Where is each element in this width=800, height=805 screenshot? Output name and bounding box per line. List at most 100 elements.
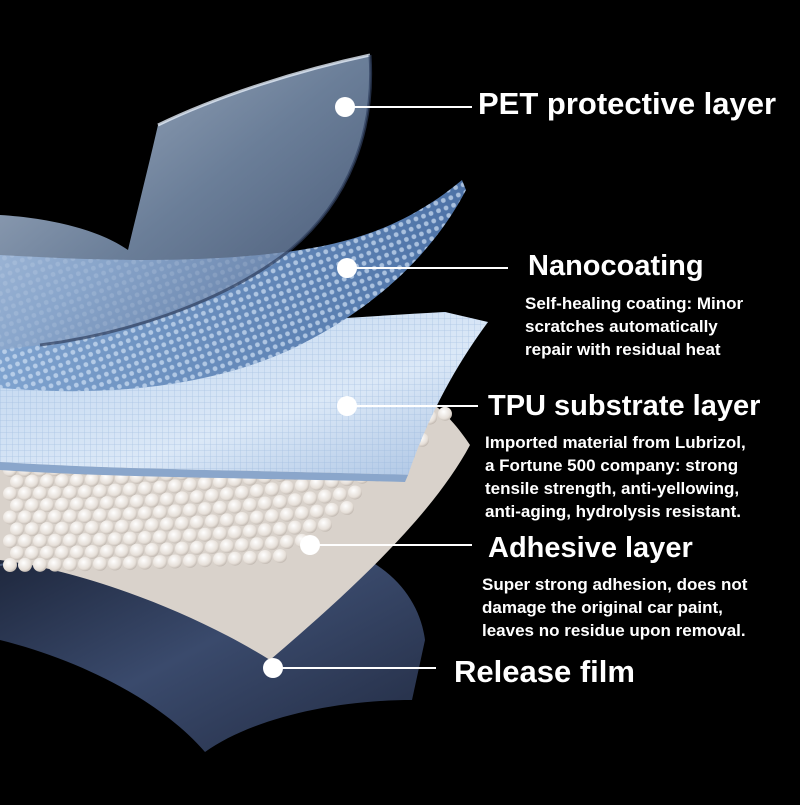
adhesive-bead	[318, 518, 332, 532]
adhesive-bead	[280, 508, 294, 522]
adhesive-bead	[153, 555, 167, 569]
adhesive-bead	[78, 509, 92, 523]
adhesive-bead	[48, 510, 62, 524]
adhesive-bead	[25, 546, 39, 560]
leader-dot	[335, 97, 355, 117]
adhesive-description-line: Super strong adhesion, does not	[482, 573, 747, 596]
adhesive-bead	[10, 522, 24, 536]
leader-dot	[337, 396, 357, 416]
adhesive-bead	[175, 517, 189, 531]
adhesive-bead	[168, 479, 182, 493]
adhesive-bead	[3, 558, 17, 572]
adhesive-bead	[130, 495, 144, 509]
adhesive-bead	[198, 553, 212, 567]
adhesive-bead	[348, 485, 362, 499]
adhesive-bead	[295, 479, 309, 493]
adhesive-bead	[78, 557, 92, 571]
adhesive-bead	[115, 544, 129, 558]
adhesive-bead	[438, 407, 452, 421]
adhesive-bead	[108, 557, 122, 571]
adhesive-bead	[48, 558, 62, 572]
adhesive-bead	[243, 498, 257, 512]
adhesive-bead	[183, 529, 197, 543]
adhesive-bead	[273, 495, 287, 509]
adhesive-bead	[78, 485, 92, 499]
tpu-description-line: anti-aging, hydrolysis resistant.	[485, 500, 746, 523]
adhesive-bead	[183, 478, 197, 492]
adhesive-bead	[303, 491, 317, 505]
adhesive-bead	[40, 474, 54, 488]
nanocoating-description-line: repair with residual heat	[525, 338, 743, 361]
adhesive-bead	[138, 482, 152, 496]
adhesive-bead	[33, 558, 47, 572]
adhesive-bead	[250, 484, 264, 498]
adhesive-bead	[273, 549, 287, 563]
adhesive-bead	[198, 528, 212, 542]
adhesive-bead	[108, 532, 122, 546]
leader-dot	[300, 535, 320, 555]
adhesive-bead	[25, 522, 39, 536]
adhesive-bead	[250, 511, 264, 525]
adhesive-bead	[18, 558, 32, 572]
adhesive-bead	[25, 498, 39, 512]
adhesive-bead	[205, 540, 219, 554]
adhesive-bead	[160, 517, 174, 531]
adhesive-bead	[295, 506, 309, 520]
adhesive-bead	[168, 504, 182, 518]
pet-layer-title: PET protective layer	[478, 88, 776, 119]
adhesive-bead	[325, 503, 339, 517]
adhesive-description-line: leaves no residue upon removal.	[482, 619, 747, 642]
adhesive-bead	[243, 551, 257, 565]
adhesive-bead	[108, 484, 122, 498]
adhesive-bead	[3, 487, 17, 501]
adhesive-bead	[33, 534, 47, 548]
adhesive-bead	[63, 486, 77, 500]
adhesive-bead	[288, 521, 302, 535]
adhesive-bead	[70, 545, 84, 559]
adhesive-bead	[265, 482, 279, 496]
adhesive-bead	[340, 501, 354, 515]
adhesive-bead	[198, 477, 212, 491]
adhesive-bead	[123, 483, 137, 497]
adhesive-bead	[130, 519, 144, 533]
adhesive-bead	[213, 527, 227, 541]
adhesive-bead	[213, 501, 227, 515]
adhesive-bead	[63, 557, 77, 571]
adhesive-bead	[93, 509, 107, 523]
adhesive-bead	[153, 505, 167, 519]
adhesive-bead	[280, 535, 294, 549]
adhesive-bead	[63, 510, 77, 524]
tpu-description-line: a Fortune 500 company: strong	[485, 454, 746, 477]
adhesive-bead	[25, 475, 39, 489]
adhesive-bead	[198, 502, 212, 516]
adhesive-bead	[153, 530, 167, 544]
adhesive-bead	[10, 546, 24, 560]
adhesive-bead	[100, 545, 114, 559]
tpu-layer-description: Imported material from Lubrizol, a Fortu…	[485, 431, 746, 523]
adhesive-bead	[48, 534, 62, 548]
adhesive-bead	[138, 506, 152, 520]
adhesive-bead	[318, 490, 332, 504]
adhesive-bead	[228, 526, 242, 540]
adhesive-bead	[160, 542, 174, 556]
nanocoating-description-line: scratches automatically	[525, 315, 743, 338]
release-film-title: Release film	[454, 656, 635, 687]
adhesive-bead	[228, 500, 242, 514]
adhesive-bead	[235, 538, 249, 552]
adhesive-bead	[258, 497, 272, 511]
adhesive-bead	[145, 543, 159, 557]
adhesive-bead	[55, 522, 69, 536]
adhesive-bead	[18, 487, 32, 501]
adhesive-bead	[213, 553, 227, 567]
adhesive-bead	[3, 510, 17, 524]
adhesive-bead	[48, 486, 62, 500]
tpu-description-line: tensile strength, anti-yellowing,	[485, 477, 746, 500]
adhesive-bead	[55, 546, 69, 560]
adhesive-bead	[93, 557, 107, 571]
adhesive-bead	[123, 532, 137, 546]
adhesive-bead	[70, 521, 84, 535]
adhesive-bead	[85, 521, 99, 535]
adhesive-bead	[205, 514, 219, 528]
adhesive-bead	[235, 512, 249, 526]
adhesive-bead	[145, 494, 159, 508]
